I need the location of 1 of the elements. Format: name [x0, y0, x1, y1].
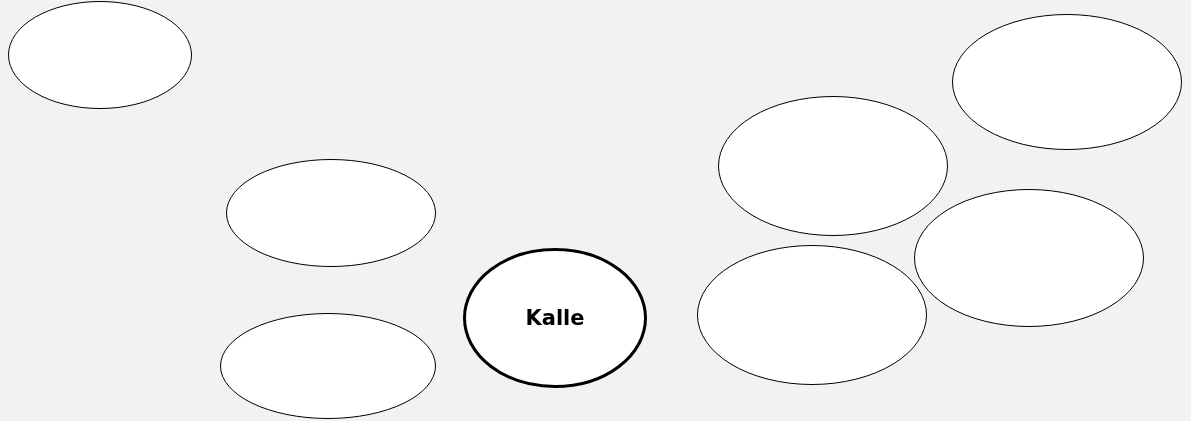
node-label: Kalle — [525, 306, 585, 330]
